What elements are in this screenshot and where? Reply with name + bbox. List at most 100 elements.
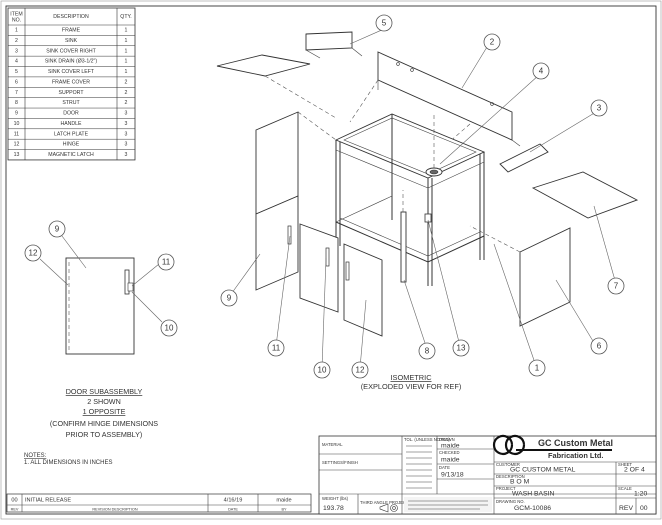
- notes-line: 1. ALL DIMENSIONS IN INCHES: [24, 460, 112, 466]
- callout-label: 6: [597, 342, 602, 351]
- tb-rev-label: REV: [619, 505, 633, 512]
- sink-cover-right: [499, 143, 549, 173]
- callout-label: 10: [165, 324, 174, 333]
- bom-cell: 1: [15, 28, 18, 34]
- callout-label: 9: [55, 225, 60, 234]
- rev-header-by: BY: [281, 508, 287, 512]
- callout-label: 8: [425, 347, 430, 356]
- tb-project-label: PROJECT: [496, 486, 516, 491]
- door-2: [299, 223, 339, 313]
- rev-header-desc: REVISION DESCRIPTION: [92, 508, 137, 512]
- tb-scale: 1:20: [634, 491, 647, 498]
- bom-cell: STRUT: [62, 100, 80, 106]
- tb-drawing-no: GCM-10086: [514, 505, 551, 512]
- bom-cell: 3: [125, 131, 128, 137]
- callout-balloon: 5: [375, 14, 393, 32]
- callout-balloon: 3: [590, 99, 608, 117]
- callout-label: 12: [29, 249, 38, 258]
- title-block: TOL. (UNLESS NOTED) DRAWN maide CHECKED …: [318, 434, 657, 515]
- company-name-line1: GC Custom Metal: [538, 438, 613, 448]
- sink-basin: [349, 51, 521, 151]
- bom-cell: HANDLE: [60, 121, 82, 127]
- rev-description: INITIAL RELEASE: [25, 498, 71, 504]
- tb-description-label: DESCRIPTION: [496, 474, 525, 479]
- sink-drain: [425, 112, 443, 177]
- tb-tolerance-label: TOL. (UNLESS NOTED): [404, 437, 450, 442]
- tb-weight: 193.78: [323, 505, 344, 512]
- bom-cell: 13: [14, 152, 20, 158]
- door-note-line: 1 OPPOSITE: [83, 407, 126, 416]
- bom-cell: 6: [15, 79, 18, 85]
- door-3: [343, 243, 383, 337]
- callout-balloon: 9: [48, 220, 66, 238]
- callout-label: 11: [162, 258, 171, 267]
- bom-cell: 9: [15, 111, 18, 117]
- tb-date-label: DATE: [439, 465, 450, 470]
- door-latch-plate: [127, 282, 134, 292]
- bom-cell: LATCH PLATE: [54, 131, 89, 137]
- sink-cover-left: [216, 31, 363, 119]
- bom-cell: MAGNETIC LATCH: [48, 152, 94, 158]
- callout-balloon: 9: [220, 289, 238, 307]
- tb-scale-label: SCALE: [618, 486, 632, 491]
- callout-balloon: 13: [452, 339, 470, 357]
- iso-title: ISOMETRIC: [390, 373, 432, 382]
- tb-project: WASH BASIN: [512, 491, 555, 498]
- callout-label: 5: [382, 19, 387, 28]
- company-logo: GC Custom Metal Fabrication Ltd.: [492, 434, 613, 460]
- rev-by: maide: [276, 498, 291, 504]
- door-panel: [65, 257, 135, 355]
- tb-sheet-label: SHEET: [618, 462, 632, 467]
- callout-label: 12: [356, 366, 365, 375]
- tb-checked-by: maide: [441, 457, 460, 464]
- tb-checked-label: CHECKED: [439, 450, 459, 455]
- bom-cell: 4: [15, 59, 18, 65]
- bom-header-item-no: ITEM: [10, 11, 22, 17]
- tb-customer: GC CUSTOM METAL: [510, 467, 576, 474]
- tb-rev: 00: [640, 505, 648, 512]
- frame-cover-right: [469, 225, 571, 327]
- bom-header-description: DESCRIPTION: [53, 14, 89, 20]
- tb-disclaimer-area: [404, 497, 492, 512]
- tb-weight-label: WEIGHT (lbs): [322, 496, 349, 501]
- third-angle-projection-icon: [379, 503, 398, 513]
- callout-balloon: 11: [157, 253, 175, 271]
- door-note-line: (CONFIRM HINGE DIMENSIONS: [50, 419, 158, 428]
- callout-balloon: 7: [607, 277, 625, 295]
- tb-description: B O M: [510, 479, 530, 486]
- bom-cell: 2: [125, 79, 128, 85]
- callout-balloon: 12: [24, 244, 42, 262]
- bom-cell: 8: [15, 100, 18, 106]
- bom-cell: 5: [15, 69, 18, 75]
- rev-header-rev: REV: [11, 508, 19, 512]
- bom-cell: HINGE: [63, 142, 80, 148]
- tb-drawing-label: DRAWING NO.: [496, 499, 525, 504]
- tb-finish-label: SETTINGS/FINISH: [322, 460, 358, 465]
- rev-header-date: DATE: [228, 508, 238, 512]
- door-handle: [124, 269, 130, 295]
- bom-cell: 11: [14, 131, 19, 137]
- tb-date: 9/13/18: [441, 472, 464, 479]
- bom-cell: SUPPORT: [59, 90, 85, 96]
- bom-cell: 1: [125, 28, 128, 34]
- bom-cell: 12: [14, 142, 20, 148]
- iso-callout-leaders: [228, 28, 617, 369]
- callout-balloon: 11: [267, 339, 285, 357]
- bom-cell: 3: [125, 121, 128, 127]
- door-note-title: DOOR SUBASSEMBLY: [66, 387, 143, 396]
- bom-cell: 3: [125, 111, 128, 117]
- door-callout-leaders: [39, 235, 163, 323]
- callout-balloon: 1: [528, 359, 546, 377]
- bom-cell: 1: [125, 69, 128, 75]
- callout-label: 3: [597, 104, 602, 113]
- door-1: [255, 195, 299, 291]
- callout-balloon: 12: [351, 361, 369, 379]
- tb-drawn-by: maide: [441, 443, 460, 450]
- callout-balloon: 8: [418, 342, 436, 360]
- frame: [334, 113, 486, 286]
- door-note-line: 2 SHOWN: [87, 397, 121, 406]
